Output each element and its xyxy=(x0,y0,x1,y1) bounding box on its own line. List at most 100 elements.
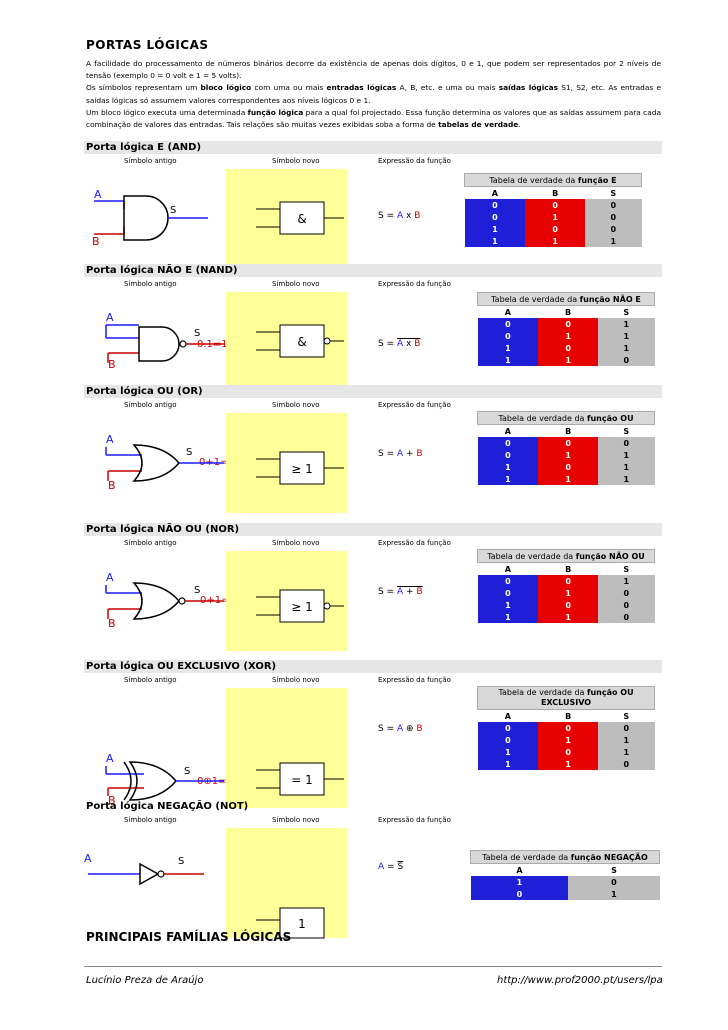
section-title: Porta lógica NÃO E (NAND) xyxy=(84,264,662,277)
section-title: Porta lógica OU EXCLUSIVO (XOR) xyxy=(84,660,662,673)
tt-function: função E xyxy=(577,175,617,185)
expr-a: A xyxy=(396,339,404,349)
intro-text-run: S1, S2, etc. As entradas e saídas lógica… xyxy=(86,83,662,105)
intro-bold-term: saídas lógicas xyxy=(498,83,558,93)
expr-b: B xyxy=(414,339,421,349)
section-title: Porta lógica NEGAÇÃO (NOT) xyxy=(86,801,249,812)
tt-cell: 0 xyxy=(598,758,655,770)
expression: S = A + B xyxy=(378,587,423,597)
tt-cell: 0 xyxy=(538,437,599,449)
label-expression: Expressão da função xyxy=(378,401,451,409)
label-expression: Expressão da função xyxy=(378,816,451,824)
nand-gate-old-symbol: A B S 0.1=1 xyxy=(105,311,228,371)
tt-cell: 1 xyxy=(538,449,599,461)
tt-prefix: Tabela de verdade da xyxy=(487,551,576,561)
tt-cell: 1 xyxy=(538,587,599,599)
nand-gate-new-symbol: & xyxy=(256,324,344,358)
tt-cell: 1 xyxy=(477,599,539,611)
section-and-gate: Porta lógica E (AND) Símbolo antigo Símb… xyxy=(84,141,662,269)
tt-cell: 1 xyxy=(598,734,655,746)
intro-bold-term: entradas lógicas xyxy=(326,83,397,93)
tt-cell: 0 xyxy=(538,599,599,611)
expr-b: B xyxy=(416,724,423,734)
section-or-gate: Porta lógica OU (OR) Símbolo antigo Símb… xyxy=(84,385,662,513)
tt-cell: 1 xyxy=(525,211,586,223)
tt-cell: 0 xyxy=(538,722,599,734)
label-expression: Expressão da função xyxy=(378,280,451,288)
expr-b: B xyxy=(416,449,423,459)
pin-s-label: S xyxy=(186,447,192,458)
expr-a: A xyxy=(396,724,404,734)
tt-function: função NÃO OU xyxy=(575,551,645,561)
tt-header-a: A xyxy=(477,709,539,722)
tt-cell: 1 xyxy=(538,758,599,770)
tt-header-s: S xyxy=(598,305,655,318)
tt-cell: 0 xyxy=(598,354,655,366)
expr-a: A xyxy=(396,587,404,597)
or-gate-old-symbol: A B S 0+1=1 xyxy=(105,433,235,492)
tt-cell: 0 xyxy=(598,599,655,611)
truth-table-caption: Tabela de verdade da função NÃO E xyxy=(477,292,655,306)
pin-a-label: A xyxy=(94,188,102,201)
expr-op: ⊕ xyxy=(403,724,417,734)
tt-cell: 1 xyxy=(538,330,598,342)
expr-s: S = xyxy=(378,449,397,459)
tt-cell: 1 xyxy=(464,223,526,235)
footer-url[interactable]: http://www.prof2000.pt/users/lpa xyxy=(497,975,663,986)
label-expression: Expressão da função xyxy=(378,539,451,547)
tt-cell: 1 xyxy=(525,235,586,247)
expr-eq: = xyxy=(384,862,398,872)
label-old-symbol: Símbolo antigo xyxy=(124,539,177,547)
tt-header-b: B xyxy=(538,562,599,575)
gate-symbol: ≥ 1 xyxy=(291,600,313,614)
tt-cell: 0 xyxy=(598,587,655,599)
intro-text-run: Os símbolos representam um xyxy=(86,83,201,93)
tt-cell: 1 xyxy=(538,734,599,746)
new-symbol-area: & xyxy=(226,292,347,392)
tt-prefix: Tabela de verdade da xyxy=(489,175,578,185)
footer-author: Lucínio Preza de Araújo xyxy=(86,975,204,986)
expr-s: S xyxy=(397,862,404,872)
tt-header-b: B xyxy=(538,305,598,318)
tt-header-s: S xyxy=(568,863,660,876)
label-new-symbol: Símbolo novo xyxy=(272,676,320,684)
expression: S = A x B xyxy=(378,211,420,221)
tt-cell: 0 xyxy=(538,342,598,354)
new-symbol-area: & xyxy=(226,169,347,269)
tt-header-s: S xyxy=(598,424,655,437)
tt-cell: 0 xyxy=(477,734,539,746)
intro-text-run: Um bloco lógico executa uma determinada xyxy=(86,107,248,117)
tt-header-b: B xyxy=(538,709,599,722)
expression: S = A ⊕ B xyxy=(378,724,423,734)
tt-header-a: A xyxy=(470,863,569,876)
tt-cell: 0 xyxy=(477,449,539,461)
tt-cell: 1 xyxy=(470,876,569,888)
intro-bold-term: função lógica xyxy=(247,107,304,117)
tt-cell: 1 xyxy=(568,888,660,900)
tt-cell: 1 xyxy=(477,758,539,770)
expr-s: S = xyxy=(378,339,397,349)
tt-cell: 0 xyxy=(477,437,539,449)
expr-s: S = xyxy=(378,211,397,221)
new-symbol-area: 1 xyxy=(226,828,347,939)
pin-a-label: A xyxy=(106,752,114,765)
pin-s-label: S xyxy=(194,585,200,596)
expression: S = A + B xyxy=(378,449,423,459)
